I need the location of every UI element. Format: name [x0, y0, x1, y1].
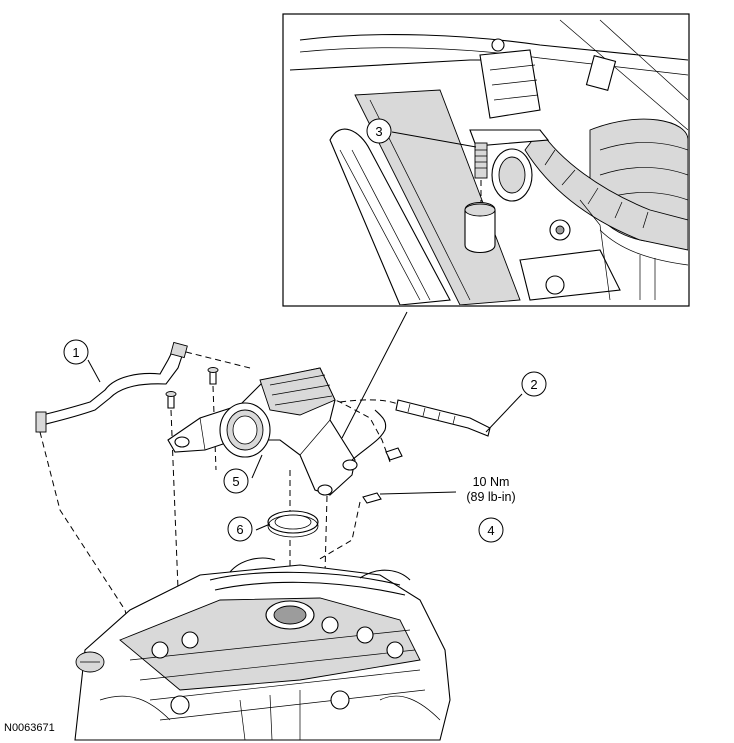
callout-label-4: 4 [487, 523, 494, 538]
leader-line-6 [255, 523, 271, 531]
torque-value-imperial: (89 lb-in) [466, 490, 515, 504]
callout-1: 1 [63, 339, 89, 365]
callout-2: 2 [521, 371, 547, 397]
callout-5: 5 [223, 468, 249, 494]
callout-label-6: 6 [236, 522, 243, 537]
figure-id: N0063671 [4, 722, 55, 734]
engine-assembly [74, 557, 451, 741]
detail-inset [282, 13, 690, 307]
leader-line-1 [87, 359, 101, 383]
leader-line-5 [251, 454, 263, 479]
callout-label-5: 5 [232, 474, 239, 489]
inset-engine-artwork [289, 19, 688, 305]
callout-4: 4 [478, 517, 504, 543]
callout-6: 6 [227, 516, 253, 542]
main-exploded-view [35, 341, 523, 741]
callout-label-2: 2 [530, 377, 537, 392]
leader-line-3 [391, 131, 477, 148]
throttle-body-adapter [167, 367, 358, 520]
torque-leader-line [379, 491, 457, 495]
torque-spec: 10 Nm (89 lb-in) [466, 475, 515, 504]
wiring-harness [339, 393, 523, 461]
callout-3: 3 [366, 118, 392, 144]
callout-label-3: 3 [375, 124, 382, 139]
leader-line-2 [485, 393, 523, 433]
callout-label-1: 1 [72, 345, 79, 360]
inset-leader-line [341, 311, 408, 439]
torque-value-metric: 10 Nm [473, 475, 510, 489]
